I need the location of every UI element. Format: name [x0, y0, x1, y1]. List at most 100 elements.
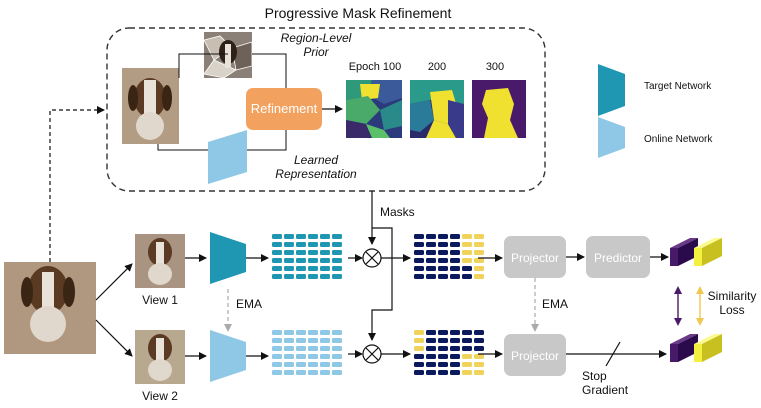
feature-cell	[332, 274, 342, 279]
feature-cell	[272, 274, 282, 279]
feature-cell	[296, 362, 306, 367]
feature-cell	[438, 274, 448, 279]
feature-cell	[296, 258, 306, 263]
feature-cell	[320, 258, 330, 263]
feature-cell	[332, 346, 342, 351]
feature-cell	[474, 362, 484, 367]
feature-cell	[462, 354, 472, 359]
online-network-legend-icon	[598, 117, 625, 158]
epoch-100-label: Epoch 100	[349, 61, 402, 73]
feature-cell	[272, 338, 282, 343]
stop-gradient-label-2: Gradient	[582, 383, 629, 397]
stop-gradient-label-1: Stop	[582, 369, 607, 383]
feature-cell	[438, 266, 448, 271]
feature-cell	[284, 274, 294, 279]
region-prior-image	[203, 32, 253, 79]
feature-cell	[450, 346, 460, 351]
feature-cell	[474, 250, 484, 255]
feature-cell	[450, 274, 460, 279]
feature-cell	[320, 362, 330, 367]
feature-cell	[414, 362, 424, 367]
feature-cell	[462, 346, 472, 351]
projector-top-box	[504, 236, 566, 278]
target-network-legend-label: Target Network	[644, 81, 712, 92]
feature-cell	[296, 370, 306, 375]
feature-cell	[426, 234, 436, 239]
feature-cell	[272, 346, 282, 351]
feature-cell	[474, 354, 484, 359]
feature-cell	[320, 266, 330, 271]
online-to-refinement-line	[247, 130, 287, 151]
feature-cell	[332, 370, 342, 375]
feature-cell	[284, 250, 294, 255]
diagram-title: Progressive Mask Refinement	[265, 5, 452, 21]
feature-cell	[438, 338, 448, 343]
feature-cell	[308, 330, 318, 335]
masks-label: Masks	[380, 205, 415, 219]
feature-cell	[284, 242, 294, 247]
feature-cell	[332, 242, 342, 247]
feature-cell	[462, 338, 472, 343]
feature-cell	[450, 250, 460, 255]
feature-cell	[426, 338, 436, 343]
refinement-label: Refinement	[251, 101, 318, 116]
feature-cell	[450, 338, 460, 343]
masks-arrow-bottom	[368, 227, 393, 341]
feature-cell	[332, 330, 342, 335]
feature-cell	[320, 370, 330, 375]
feature-cell	[450, 234, 460, 239]
feature-cell	[272, 234, 282, 239]
feature-cell	[284, 346, 294, 351]
feature-cell	[450, 266, 460, 271]
image-to-online-line	[157, 144, 208, 151]
feature-cell	[450, 330, 460, 335]
predictor-box	[586, 236, 650, 278]
feature-cell	[272, 354, 282, 359]
feature-cell	[438, 354, 448, 359]
feature-cell	[438, 370, 448, 375]
embedding-bottom	[670, 334, 722, 362]
feature-cell	[462, 258, 472, 263]
feature-cell	[308, 266, 318, 271]
feature-cell	[450, 370, 460, 375]
feature-cell	[426, 274, 436, 279]
feature-cell	[462, 330, 472, 335]
feature-cell	[474, 266, 484, 271]
target-feature-grid	[272, 234, 342, 279]
ema-right-arrowhead	[531, 324, 539, 332]
feature-cell	[450, 258, 460, 263]
target-network-legend-icon	[598, 64, 625, 116]
epoch-200-label: 200	[428, 61, 446, 73]
feature-cell	[308, 258, 318, 263]
feature-cell	[414, 274, 424, 279]
feature-cell	[474, 330, 484, 335]
feature-cell	[296, 274, 306, 279]
epoch-300-label: 300	[486, 61, 504, 73]
prior-label-1: Region-Level	[281, 31, 352, 45]
feature-cell	[438, 362, 448, 367]
multiply-bottom	[362, 344, 382, 364]
feature-cell	[332, 354, 342, 359]
feature-cell	[414, 330, 424, 335]
feature-cell	[462, 274, 472, 279]
feature-cell	[414, 338, 424, 343]
feature-cell	[414, 242, 424, 247]
feature-cell	[426, 258, 436, 263]
feature-cell	[414, 354, 424, 359]
feature-cell	[284, 370, 294, 375]
feature-cell	[320, 330, 330, 335]
feature-cell	[296, 242, 306, 247]
feature-cell	[296, 250, 306, 255]
feature-cell	[308, 274, 318, 279]
to-view2-arrow	[95, 319, 133, 357]
feature-cell	[320, 338, 330, 343]
feature-cell	[462, 250, 472, 255]
feature-cell	[450, 362, 460, 367]
feature-cell	[320, 242, 330, 247]
image-to-refinement-dashed-arrow	[49, 106, 105, 262]
feature-cell	[438, 234, 448, 239]
feature-cell	[426, 346, 436, 351]
to-view1-arrow	[95, 263, 133, 301]
feature-cell	[414, 234, 424, 239]
